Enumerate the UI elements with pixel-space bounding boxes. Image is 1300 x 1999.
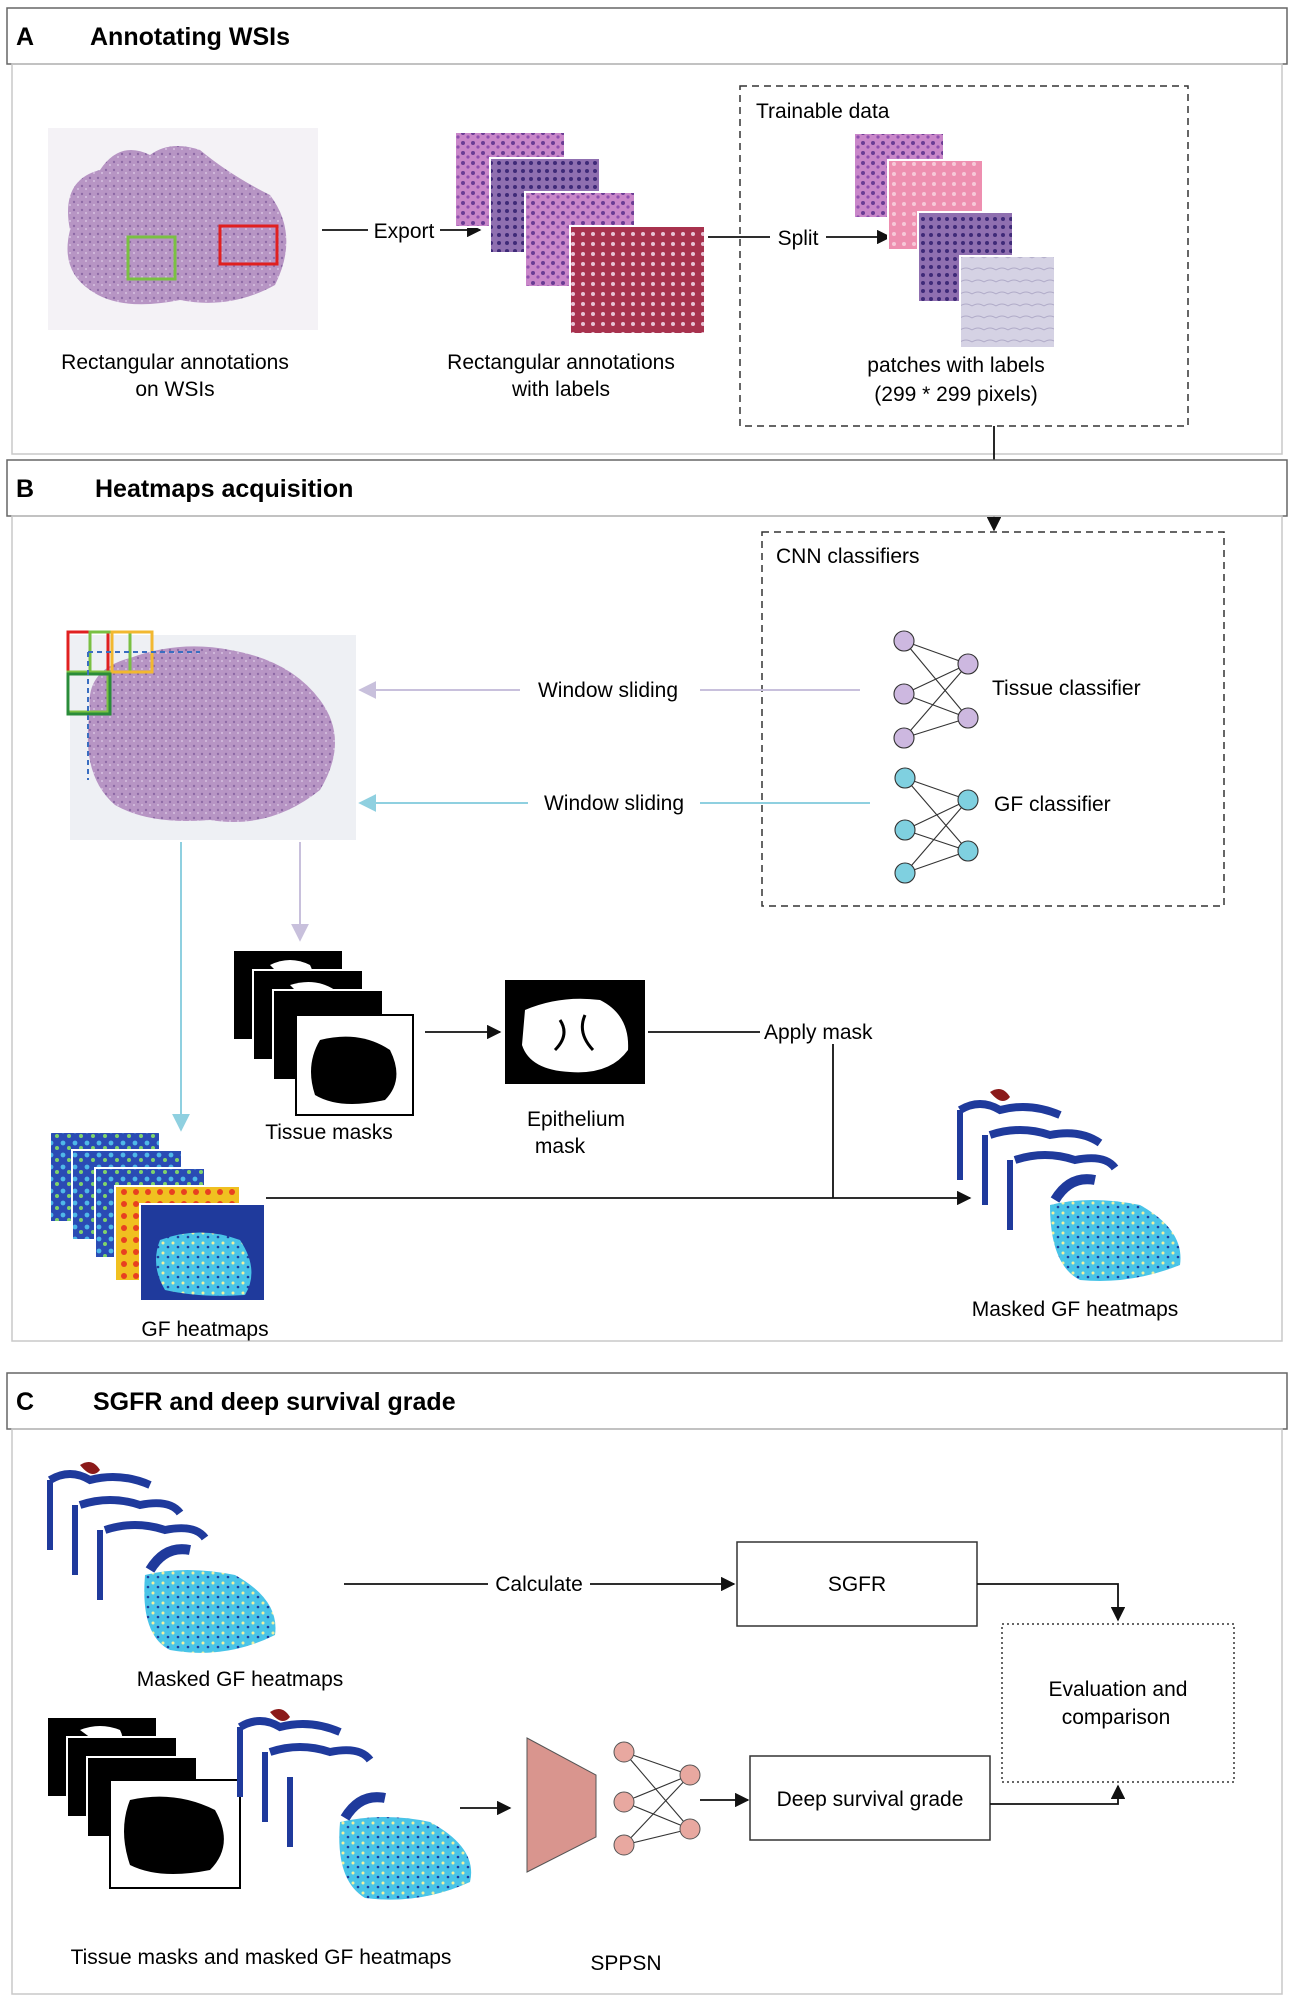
trainable-data-box [739, 85, 1189, 427]
window-sliding-label-tissue: Window sliding [538, 679, 678, 702]
trainable-data-title: Trainable data [756, 100, 890, 123]
epithelium-mask-label: Epithelium [527, 1108, 625, 1131]
patches-stack [853, 132, 1056, 349]
labeled-annotations-caption: Rectangular annotations [447, 351, 675, 374]
wsi-thumbnail [48, 128, 318, 330]
grade-to-evaluation-arrow [990, 1784, 1126, 1805]
apply-mask-label: Apply mask [764, 1021, 873, 1044]
evaluation-box [1001, 1623, 1235, 1783]
export-label: Export [374, 220, 435, 243]
panel-a-header-box [6, 7, 1288, 65]
sgfr-label: SGFR [828, 1573, 886, 1596]
cnn-classifiers-title: CNN classifiers [776, 545, 920, 568]
calculate-label: Calculate [495, 1573, 583, 1596]
sliding-window-wsi [66, 630, 356, 840]
tissue-and-masked-label: Tissue masks and masked GF heatmaps [71, 1946, 452, 1969]
patches-caption-line2: (299 * 299 pixels) [874, 383, 1037, 406]
sgfr-to-evaluation-arrow [977, 1583, 1126, 1622]
panel-b-content-box [11, 515, 1283, 1342]
wsi-caption: Rectangular annotations [61, 351, 289, 374]
wsi-annotation-red [218, 224, 279, 266]
panel-a-title: Annotating WSIs [90, 23, 290, 51]
panel-c-title: SGFR and deep survival grade [93, 1388, 456, 1416]
sppsn-network [526, 1737, 701, 1873]
panel-c-content-box [11, 1428, 1283, 1995]
panel-b-letter: B [16, 475, 34, 503]
split-label: Split [778, 227, 819, 250]
epithelium-mask [505, 980, 645, 1084]
panel-c-header-box [6, 1372, 1288, 1430]
masked-gf-heatmaps-stack-c-bottom [237, 1708, 480, 1907]
tissue-masks-label: Tissue masks [265, 1121, 393, 1144]
panel-b-header-box [6, 459, 1288, 517]
gf-classifier-network [894, 767, 979, 884]
tissue-classifier-label: Tissue classifier [992, 677, 1141, 700]
masked-gf-heatmaps-label-c: Masked GF heatmaps [137, 1668, 344, 1691]
evaluation-label-line2: comparison [1062, 1706, 1171, 1729]
wsi-caption-line2: on WSIs [135, 378, 214, 401]
panel-a: A Annotating WSIs Rectangular annotation… [6, 7, 1288, 532]
patches-caption: patches with labels [867, 354, 1044, 377]
deep-survival-grade-label: Deep survival grade [777, 1788, 964, 1811]
gf-classifier-label: GF classifier [994, 793, 1111, 816]
sgfr-box [736, 1541, 978, 1627]
evaluation-label: Evaluation and [1049, 1678, 1188, 1701]
masked-gf-heatmaps-stack-b [957, 1088, 1185, 1285]
tissue-masks-stack-c [46, 1716, 241, 1889]
panel-c-letter: C [16, 1388, 34, 1416]
tissue-masks-stack [232, 949, 414, 1116]
masked-gf-heatmaps-label-b: Masked GF heatmaps [972, 1298, 1179, 1321]
panel-a-content-box [11, 63, 1283, 455]
panel-a-letter: A [16, 23, 34, 51]
deep-survival-grade-box [749, 1755, 991, 1841]
cnn-classifiers-box [761, 531, 1225, 907]
panel-b: B Heatmaps acquisition CNN classifiers T… [6, 459, 1288, 1342]
masked-gf-heatmaps-stack-c [47, 1461, 280, 1660]
labeled-annotations-stack [454, 131, 706, 335]
gf-heatmaps-stack [49, 1131, 266, 1302]
wsi-annotation-green [126, 235, 177, 281]
window-sliding-label-gf: Window sliding [544, 792, 684, 815]
gf-heatmaps-label: GF heatmaps [141, 1318, 268, 1341]
tissue-classifier-network [893, 630, 979, 749]
labeled-annotations-caption-line2: with labels [511, 378, 610, 401]
epithelium-mask-label-line2: mask [535, 1135, 586, 1158]
sppsn-label: SPPSN [590, 1952, 661, 1975]
panel-c: C SGFR and deep survival grade Masked GF… [6, 1372, 1288, 1995]
panel-b-title: Heatmaps acquisition [95, 475, 353, 503]
